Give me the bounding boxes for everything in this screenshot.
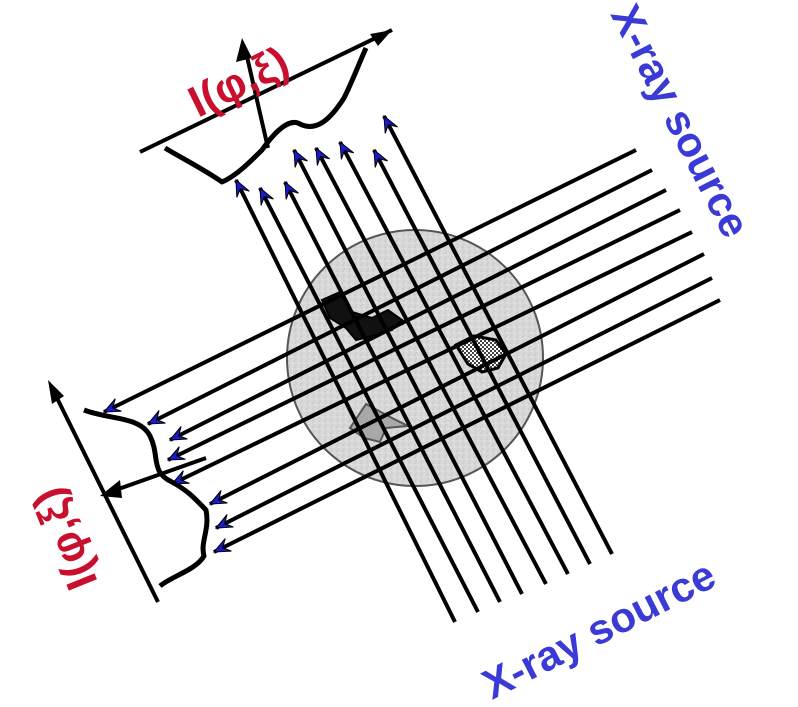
ray-arrowhead-top (339, 140, 355, 160)
ray-arrowhead-left (166, 446, 186, 461)
source-label-right: X-ray source (602, 0, 759, 245)
ray-vertical (292, 149, 524, 595)
detector-line-top (139, 28, 393, 154)
arrowhead-normal-top (236, 38, 252, 62)
ray-horizontal (209, 252, 705, 506)
projection-top (139, 28, 393, 185)
intensity-profile-left (83, 407, 210, 589)
ray-horizontal (103, 148, 637, 414)
projection-label-left: I(φ,ξ) (23, 481, 108, 597)
ray-arrowhead-top (373, 148, 388, 168)
ray-vertical (372, 149, 592, 565)
ray-horizontal (147, 168, 653, 426)
ray-arrowhead-left (146, 410, 166, 425)
ray-arrowhead-left (170, 470, 190, 485)
ray-bundle-horizontal (102, 148, 721, 554)
ray-arrowhead-top (259, 186, 274, 206)
ray-horizontal (167, 208, 681, 462)
ray-arrowhead-top (284, 180, 299, 200)
intensity-profile-top (163, 46, 369, 185)
ray-vertical (258, 187, 480, 613)
ray-vertical (382, 115, 614, 555)
ray-arrowhead-left (212, 538, 232, 553)
ray-arrowhead-left (102, 398, 122, 413)
arrowhead-normal-left (100, 480, 122, 498)
ray-horizontal (169, 188, 667, 442)
ray-arrowhead-left (214, 514, 234, 529)
ray-arrowhead-left (208, 490, 228, 505)
ray-horizontal (171, 230, 693, 486)
ray-arrowhead-top (235, 178, 250, 198)
arrowhead-detector-left (48, 380, 64, 404)
ray-arrowhead-top (383, 114, 398, 134)
arrowhead-detector-top (370, 30, 392, 46)
normal-axis-top (243, 47, 270, 149)
projection-left (48, 380, 210, 603)
ray-arrowhead-top (315, 146, 331, 166)
normal-axis-left (109, 456, 207, 494)
ray-vertical (314, 147, 548, 585)
ray-horizontal (215, 276, 713, 530)
ray-vertical (283, 181, 502, 603)
ray-vertical (338, 141, 570, 575)
ray-arrowhead-top (293, 148, 308, 168)
ray-horizontal (213, 298, 721, 554)
projection-label-top: I(φ,ξ) (181, 37, 297, 127)
ray-arrowhead-left (168, 426, 188, 441)
